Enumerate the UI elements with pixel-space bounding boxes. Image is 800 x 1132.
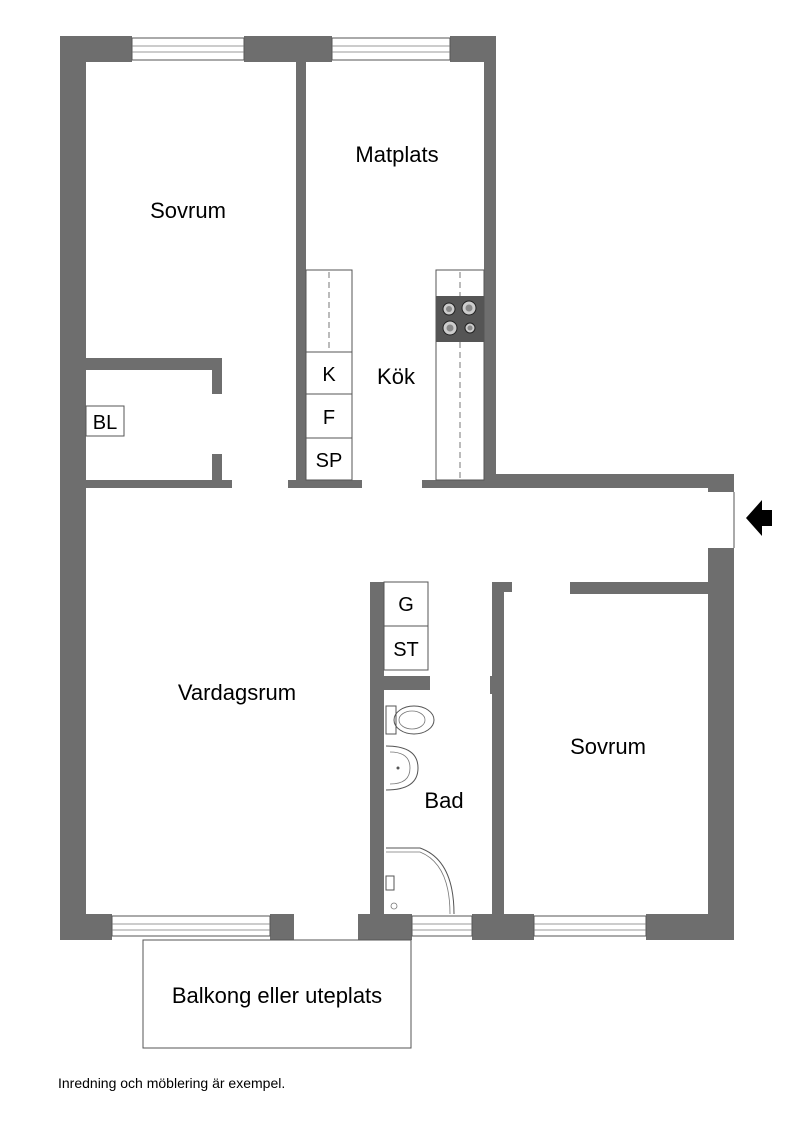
room-label-matplats: Matplats — [355, 142, 438, 167]
stove-icon — [436, 296, 484, 342]
bath-cabinets — [383, 581, 429, 671]
entrance-arrow-icon — [746, 500, 772, 536]
bl-cabinet — [85, 405, 125, 437]
room-label-sovrum-right: Sovrum — [570, 734, 646, 759]
sink-icon — [385, 745, 419, 791]
room-label-kok: Kök — [377, 364, 416, 389]
room-label-bad: Bad — [424, 788, 463, 813]
fixture-label-bl: BL — [93, 412, 117, 434]
room-label-sovrum-top: Sovrum — [150, 198, 226, 223]
interior-walls — [86, 62, 708, 914]
balcony-label: Balkong eller uteplats — [172, 983, 382, 1008]
fixture-label-sp: SP — [316, 450, 343, 472]
shower-icon — [385, 847, 455, 915]
room-label-vardagsrum: Vardagsrum — [178, 680, 296, 705]
furnishing-note: Inredning och möblering är exempel. — [58, 1075, 286, 1091]
kitchen-counter-right — [435, 269, 485, 481]
kitchen-counter-left — [305, 269, 353, 481]
exterior-walls — [60, 36, 734, 940]
windows — [111, 37, 647, 937]
fixture-label-f: F — [323, 407, 335, 429]
fixture-label-g: G — [398, 594, 414, 616]
fixture-label-st: ST — [393, 639, 419, 661]
fixture-label-k: K — [322, 364, 336, 386]
balcony-area — [142, 939, 412, 1049]
toilet-icon — [385, 705, 435, 735]
